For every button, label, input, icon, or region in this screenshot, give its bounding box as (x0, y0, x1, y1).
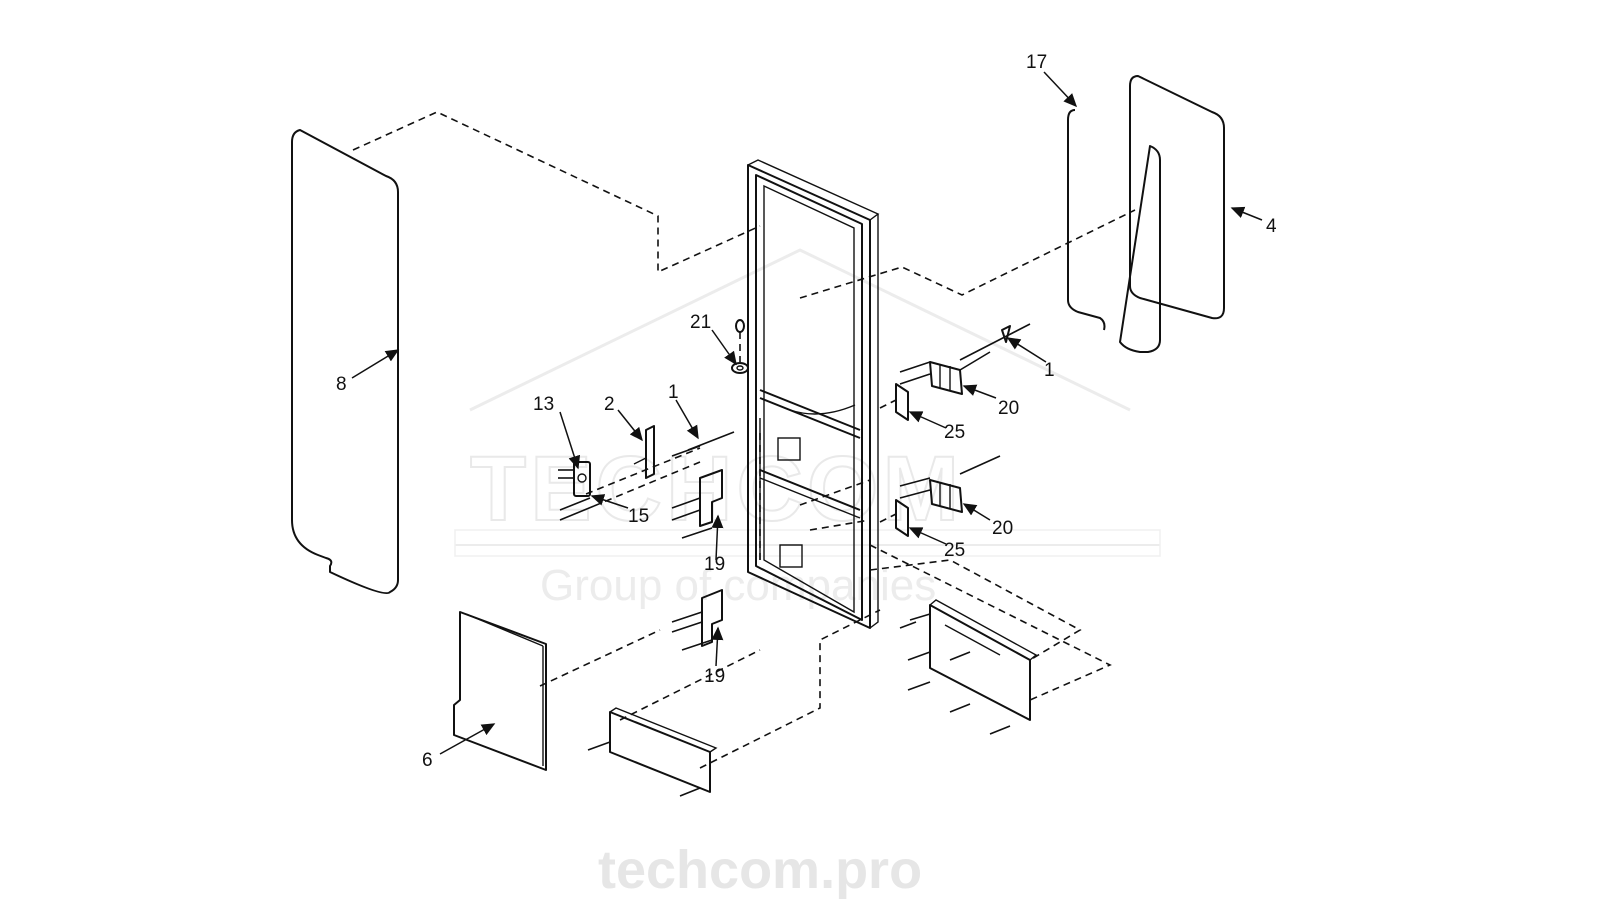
callout-leaders (351, 71, 1263, 755)
callout-labels: 8 17 4 21 13 2 1 15 19 19 1 20 25 20 25 … (336, 52, 1277, 771)
callout-20-lower: 20 (992, 518, 1013, 539)
part-8-door-panel (291, 129, 399, 595)
lower-cover-strip (609, 707, 718, 793)
callout-25-lower: 25 (944, 540, 965, 561)
callout-4: 4 (1266, 216, 1277, 237)
watermark-roof-icon (469, 248, 1131, 412)
watermark: TECHCOM Group of companies techcom.pro (454, 248, 1161, 900)
callout-19-lower: 19 (704, 666, 725, 687)
watermark-url: techcom.pro (598, 840, 922, 900)
callout-13: 13 (533, 394, 554, 415)
hinge-parts-right (879, 323, 1031, 537)
callout-25-upper: 25 (944, 422, 965, 443)
callout-1-right: 1 (1044, 360, 1055, 381)
hinge-parts-left (558, 425, 735, 651)
callout-6: 6 (422, 750, 433, 771)
callout-1-left: 1 (668, 382, 679, 403)
callout-2: 2 (604, 394, 615, 415)
door-frame (747, 159, 880, 629)
lower-right-tray (929, 599, 1038, 721)
callout-20-upper: 20 (998, 398, 1019, 419)
callout-15: 15 (628, 506, 649, 527)
part-17-gasket (1067, 109, 1161, 353)
lower-screws (587, 613, 1011, 797)
part-4-gasket (1129, 75, 1225, 320)
part-6-lower-panel (453, 611, 547, 771)
part-21-knob (731, 319, 749, 374)
callout-19-upper: 19 (704, 554, 725, 575)
callout-17: 17 (1026, 52, 1047, 73)
callout-8: 8 (336, 374, 347, 395)
watermark-brand: TECHCOM (470, 438, 963, 540)
callout-21: 21 (690, 312, 711, 333)
